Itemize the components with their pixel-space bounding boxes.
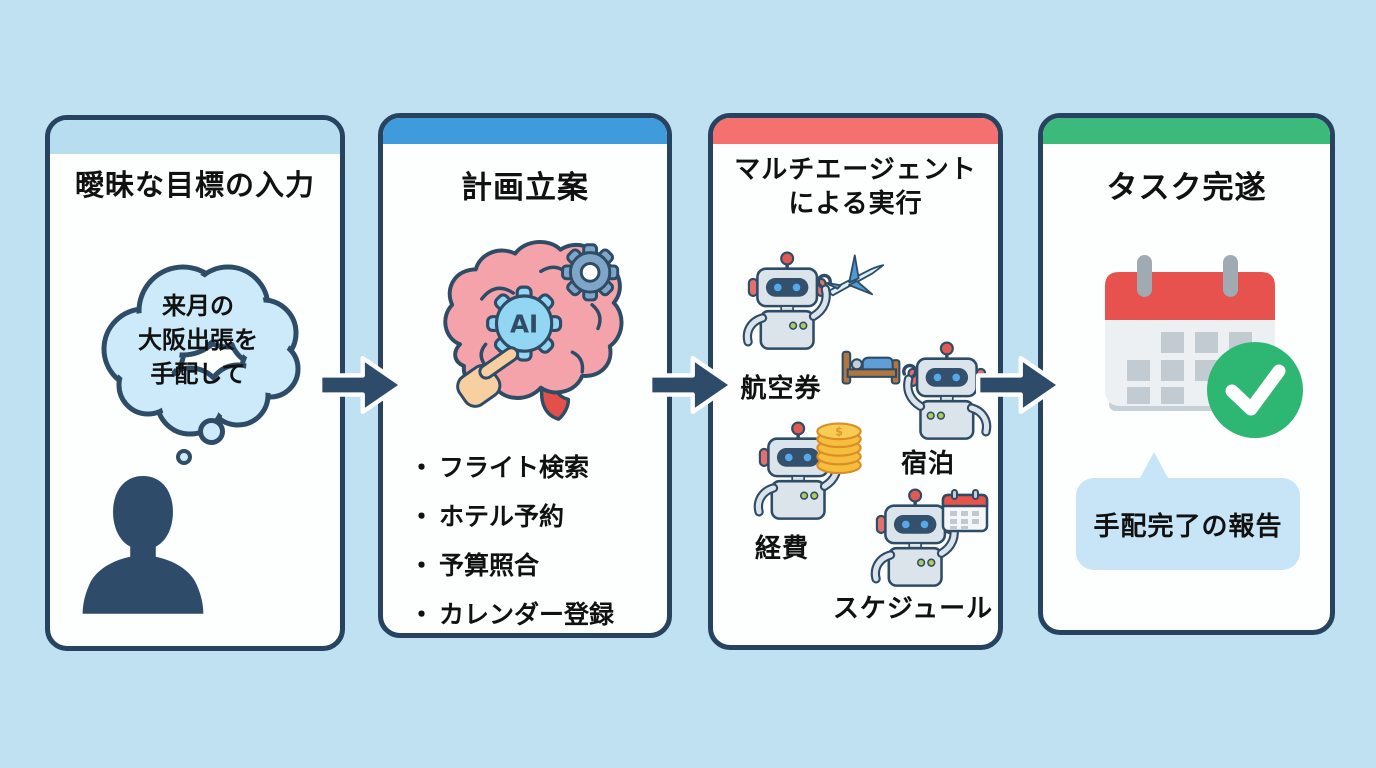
plan-list-item: ・カレンダー登録	[409, 595, 614, 631]
plan-item-label: フライト検索	[439, 453, 590, 482]
check-icon	[1207, 342, 1303, 438]
mini-calendar-icon	[941, 489, 989, 533]
robot-icon	[742, 251, 832, 350]
cloud-icon	[101, 264, 301, 437]
plan-item-label: ホテル予約	[439, 502, 565, 531]
gear-icon	[561, 243, 620, 302]
panel-title: 計画立案	[461, 170, 589, 206]
bullet: ・	[409, 502, 435, 531]
bed-icon	[841, 350, 901, 385]
panel-title: マルチエージェント による実行	[713, 154, 998, 222]
plan-list: ・フライト検索 ・ホテル予約 ・予算照合 ・カレンダー登録	[409, 448, 614, 633]
agent-label: 航空券	[740, 374, 822, 404]
agent-flight	[737, 250, 839, 352]
plan-item-label: 予算照合	[439, 551, 540, 580]
bullet: ・	[409, 551, 435, 580]
panel-title-line: による実行	[788, 188, 923, 219]
panel-topbar	[1043, 118, 1330, 144]
thought-line: 手配して	[150, 360, 246, 389]
agent-label: 宿泊	[900, 449, 955, 479]
panel-topbar	[50, 120, 340, 154]
panel-title: 曖昧な目標の入力	[74, 168, 315, 202]
thought-trail-dot	[198, 418, 225, 445]
agent-schedule	[865, 487, 967, 589]
panel-topbar	[713, 118, 998, 144]
speech-bubble-tail	[1139, 452, 1169, 480]
flow-arrow-icon	[976, 355, 1062, 415]
agent-label: 経費	[754, 534, 809, 564]
panel-completion: タスク完遂 手配完了の報告	[1038, 113, 1335, 635]
person-silhouette-icon	[82, 475, 204, 614]
thought-line: 来月の	[162, 291, 234, 320]
agent-label: スケジュール	[832, 594, 994, 624]
bullet: ・	[409, 600, 435, 629]
speech-text: 手配完了の報告	[1093, 511, 1283, 542]
flow-arrow-icon	[648, 355, 734, 415]
thought-bubble: 来月の 大阪出張を 手配して	[78, 248, 318, 440]
airplane-icon	[824, 254, 885, 297]
panel-title-line: マルチエージェント	[734, 155, 977, 185]
bullet: ・	[409, 453, 435, 482]
brain-ai-icon: AI	[443, 240, 624, 421]
ai-gear-icon: AI	[486, 285, 563, 362]
panel-planning: 計画立案	[378, 113, 672, 638]
robot-icon	[870, 488, 960, 587]
plan-list-item: ・フライト検索	[409, 448, 614, 484]
panel-execution: マルチエージェント による実行	[708, 113, 1003, 650]
thought-line: 大阪出張を	[138, 325, 258, 354]
plan-list-item: ・予算照合	[409, 546, 614, 582]
thought-trail-dot	[176, 449, 192, 465]
panel-title: タスク完遂	[1106, 170, 1267, 206]
plan-item-label: カレンダー登録	[439, 600, 615, 629]
agent-lodging	[895, 340, 997, 442]
robot-icon	[902, 341, 992, 440]
calendar-check-icon	[1105, 255, 1303, 438]
coins-icon: $	[816, 422, 862, 475]
panel-topbar	[383, 118, 667, 144]
flow-arrow-icon	[318, 355, 404, 415]
thought-text: 来月の 大阪出張を 手配して	[78, 248, 318, 440]
speech-bubble: 手配完了の報告	[1076, 478, 1300, 570]
panel-goal-input: 曖昧な目標の入力 来月の 大阪出張を 手配して	[45, 115, 345, 651]
pointing-hand-icon	[456, 346, 520, 408]
dollar-glyph: $	[835, 426, 843, 439]
ai-label: AI	[510, 309, 538, 338]
plan-list-item: ・ホテル予約	[409, 497, 614, 533]
